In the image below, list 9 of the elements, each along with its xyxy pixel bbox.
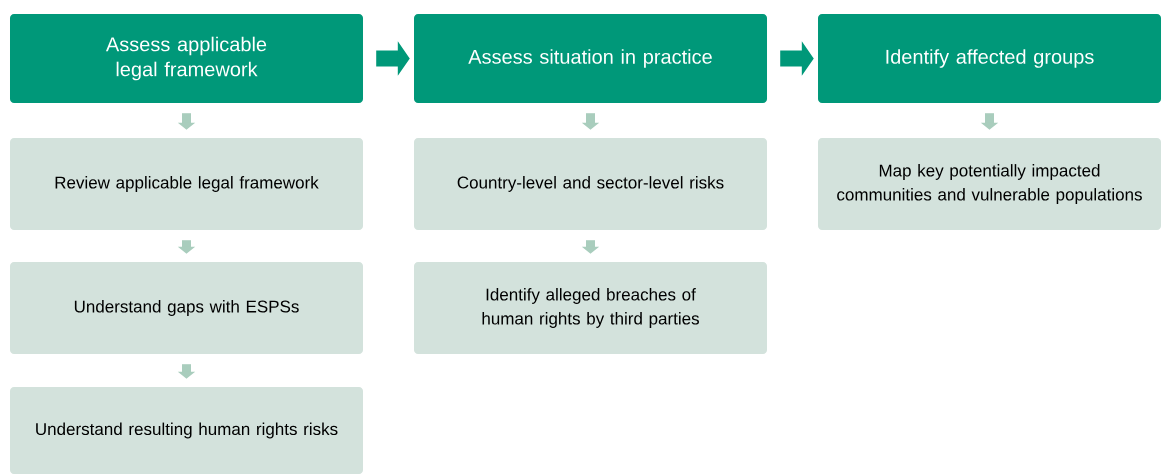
task-box: Understand resulting human rights risks (10, 387, 363, 474)
step-header-box: Assess situation in practice (414, 14, 767, 103)
step-header-box: Identify affected groups (818, 14, 1161, 103)
task-box: Map key potentially impacted communities and vulnerable populations (818, 138, 1161, 230)
task-box: Identify alleged breaches of human rights by third parties (414, 262, 767, 354)
task-box: Understand gaps with ESPSs (10, 262, 363, 354)
task-box: Country-level and sector-level risks (414, 138, 767, 230)
step-header-box: Assess applicable legal framework (10, 14, 363, 103)
task-box: Review applicable legal framework (10, 138, 363, 230)
